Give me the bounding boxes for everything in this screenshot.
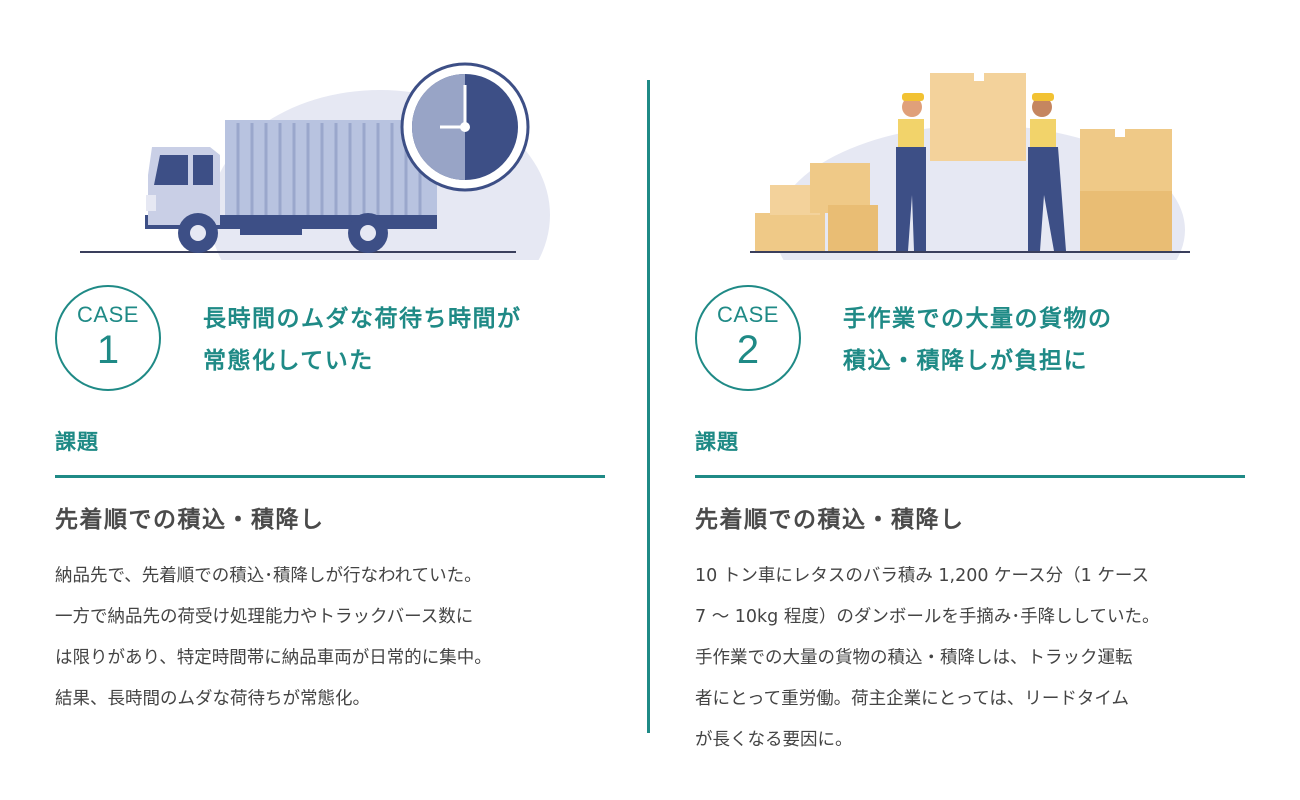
case-badge-number: 1 bbox=[96, 328, 120, 372]
case-badge-label: CASE bbox=[77, 302, 139, 327]
case-badge: CASE 1 bbox=[55, 285, 161, 391]
body-line: 7 ～ 10kg 程度）のダンボールを手摘み･手降ししていた。 bbox=[695, 607, 1160, 627]
issue-title: 先着順での積込・積降し bbox=[55, 507, 325, 533]
issue-title: 先着順での積込・積降し bbox=[695, 507, 965, 533]
case-headline-line: 積込・積降しが負担に bbox=[843, 348, 1088, 374]
case-headline-line: 長時間のムダな荷待ち時間が bbox=[203, 306, 522, 332]
section-rule bbox=[695, 475, 1245, 478]
body-line: 者にとって重労働。荷主企業にとっては、リードタイム bbox=[695, 689, 1129, 709]
section-label: 課題 bbox=[695, 430, 739, 454]
body-line: 結果、長時間のムダな荷待ちが常態化。 bbox=[55, 689, 370, 709]
body-line: 一方で納品先の荷受け処理能力やトラックバース数に bbox=[55, 607, 474, 627]
body-line: 手作業での大量の貨物の積込・積降しは、トラック運転 bbox=[695, 648, 1133, 668]
case-badge-number: 2 bbox=[736, 328, 760, 372]
case-headline-line: 常態化していた bbox=[203, 348, 374, 374]
case-badge: CASE 2 bbox=[695, 285, 801, 391]
body-line: が長くなる要因に。 bbox=[695, 730, 853, 750]
body-line: 納品先で、先着順での積込･積降しが行なわれていた。 bbox=[55, 566, 482, 586]
body-line: は限りがあり、特定時間帯に納品車両が日常的に集中。 bbox=[55, 648, 492, 668]
section-label: 課題 bbox=[55, 430, 99, 454]
case-headline-line: 手作業での大量の貨物の bbox=[843, 306, 1113, 332]
truck-clock-icon bbox=[80, 55, 550, 340]
case-badge-label: CASE bbox=[717, 302, 779, 327]
body-line: 10 トン車にレタスのバラ積み 1,200 ケース分（1 ケース bbox=[695, 566, 1150, 586]
workers-boxes-icon bbox=[750, 55, 1190, 335]
center-divider bbox=[647, 80, 650, 733]
section-rule bbox=[55, 475, 605, 478]
case-headline: 手作業での大量の貨物の 積込・積降しが負担に bbox=[843, 298, 1253, 382]
case-body: 10 トン車にレタスのバラ積み 1,200 ケース分（1 ケース 7 ～ 10k… bbox=[695, 556, 1255, 761]
case-headline: 長時間のムダな荷待ち時間が 常態化していた bbox=[203, 298, 613, 382]
case-body: 納品先で、先着順での積込･積降しが行なわれていた。 一方で納品先の荷受け処理能力… bbox=[55, 556, 615, 720]
